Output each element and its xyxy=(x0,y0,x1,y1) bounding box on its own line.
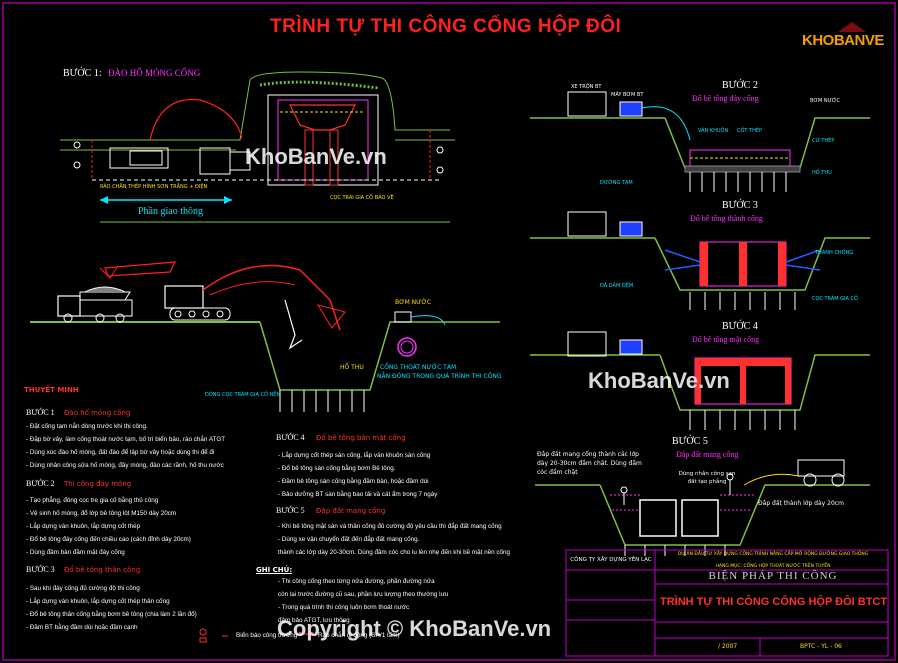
explain-b3-sub: Đổ bê tông thân cống xyxy=(64,566,141,574)
copyright-watermark: Copyright © KhoBanVe.vn xyxy=(277,616,552,641)
tb-section: BIỆN PHÁP THI CÔNG xyxy=(708,570,838,582)
note-line: - Trong quá trình thi công luôn bơm thoá… xyxy=(278,604,410,611)
step4-section-view xyxy=(530,331,870,430)
step5-note-right: Đắp đất thành lớp dày 20cm xyxy=(758,500,844,507)
explain-b1-line: - Dùng xúc đào hố móng, đất đào để lập b… xyxy=(26,449,215,456)
label-gravel: ĐÁ DĂM ĐỆM xyxy=(600,283,634,289)
explain-b3-line: - Sau khi đáy cống đủ cường độ thi công xyxy=(26,585,140,592)
explain-b1-sub: Đào hố móng cống xyxy=(64,409,131,417)
note-line: đảm bảo ATGT, lưu thông xyxy=(278,617,350,624)
explain-b2-line: - Dùng đầm bàn đầm mặt đáy cống xyxy=(26,549,125,556)
explain-b2-line: - Đổ bê tông đáy cống đến chiều cao (các… xyxy=(26,536,191,543)
label-pump-truck: MÁY BƠM BT xyxy=(611,92,644,98)
step3-section-view xyxy=(530,211,870,310)
step1-pump: BƠM NƯỚC xyxy=(395,299,431,306)
note-line: - Thi công cống theo từng nửa đường, phầ… xyxy=(278,578,435,585)
explain-b4-title: BƯỚC 4 xyxy=(276,433,305,442)
label-steel: CỐT THÉP xyxy=(737,128,763,134)
step1-pile-note: NẰN ĐÓNG TRONG QUÁ TRÌNH THI CÔNG xyxy=(377,373,502,380)
step1-sump: HỐ THU xyxy=(340,364,364,371)
tb-drawing: TRÌNH TỰ THI CÔNG CỐNG HỘP ĐÔI BTCT xyxy=(660,596,888,608)
step5-label: BƯỚC 5 xyxy=(672,436,708,447)
explain-heading: THUYẾT MINH xyxy=(24,386,79,394)
legend-fence-label: Rào chắn di động (SH/1 tấm) xyxy=(318,632,400,639)
step5-note-left: Đắp đất mang cống thành các lớp dày 20-3… xyxy=(537,451,642,476)
label-piles: CỌC TRÀM GIA CỐ xyxy=(812,296,858,302)
label-brace: THANH CHỐNG xyxy=(815,250,854,256)
explain-b2-title: BƯỚC 2 xyxy=(26,479,55,488)
explain-b3-title: BƯỚC 3 xyxy=(26,565,55,574)
explain-b5-title: BƯỚC 5 xyxy=(276,506,305,515)
explain-b3-line: - Đổ bê tông thân cống bằng bơm bê tông … xyxy=(26,611,197,618)
explain-b2-sub: Thi công đáy móng xyxy=(64,480,132,488)
legend-sign-label: Biển báo công trường xyxy=(236,632,298,639)
step1-traffic: Phần giao thông xyxy=(138,206,203,217)
explain-b4-line: - Đổ bê tông sàn cống bằng bơm Bê tông. xyxy=(278,465,396,472)
step1-subtitle: ĐÀO HỐ MÓNG CỐNG xyxy=(108,68,201,78)
step4-subtitle: Đổ bê tông mặt cống xyxy=(692,335,760,344)
step1-section-view xyxy=(30,261,500,412)
step1-excavation-note: CỌC TRÁI GIA CỐ BẢO VỆ xyxy=(330,195,394,201)
explain-b5-sub: Đắp đất mang cống xyxy=(316,507,386,515)
explain-b4-line: - Lắp dựng cốt thép sàn cống, lắp ván kh… xyxy=(278,452,431,459)
logo: KHOBANVE xyxy=(802,22,886,52)
explain-b1-line: - Dùng nhân công sửa hố móng, đầy móng, … xyxy=(26,462,224,469)
explain-b2-line: - Lắp dựng ván khuôn, lắp dựng cốt thép xyxy=(26,523,141,530)
step3-subtitle: Đổ bê tông thành cống xyxy=(690,214,763,223)
step2-section-view xyxy=(530,91,870,173)
label-sheet-pile: CỪ THÉP xyxy=(812,138,835,144)
tb-date: / 2007 xyxy=(718,643,738,650)
step5-subtitle: Đắp đất mang cống xyxy=(676,450,739,459)
explain-b5-line: - Khi bê tông mặt sàn và thân cống đủ cư… xyxy=(278,523,502,530)
label-water-pump: BƠM NƯỚC xyxy=(810,98,840,104)
title-block-frame xyxy=(565,549,889,657)
legend-symbols xyxy=(199,628,314,643)
tb-company: CÔNG TY XÂY DỰNG YÊN LẠC xyxy=(570,557,652,563)
step1-plan-view xyxy=(60,71,455,223)
step1-label: BƯỚC 1: xyxy=(63,68,102,79)
explain-b4-sub: Đổ bê tông bản mặt cống xyxy=(316,434,406,442)
tb-project: DỰ ÁN ĐẦU TƯ XÂY DỰNG CÔNG TRÌNH NÂNG CẤ… xyxy=(677,552,869,557)
note-line: còn lại trước đường cũ sau, phần lưu lượ… xyxy=(278,591,449,598)
step2-label: BƯỚC 2 xyxy=(722,80,758,91)
explain-b1-line: - Đặp bờ vây, làm cống thoát nước tạm, b… xyxy=(26,436,226,443)
explain-b2-line: - Vệ sinh hố móng, đổ lớp bê tông lót M1… xyxy=(26,510,177,517)
label-sump: HỐ THU xyxy=(812,170,832,176)
step3-label: BƯỚC 3 xyxy=(722,200,758,211)
label-concrete-truck: XE TRỘN BT xyxy=(571,84,602,90)
label-formwork: VÁN KHUÔN xyxy=(698,128,729,134)
step1-sheet-note: ĐÓNG CỌC TRÀM GIA CỐ NỀN xyxy=(205,392,281,398)
step1-fence-note: RÀO CHẮN THÉP HÌNH SƠN TRẮNG + ĐIỆN xyxy=(100,184,208,190)
step2-subtitle: Đổ bê tông đáy cống xyxy=(692,94,759,103)
explain-b3-line: - Đầm BT bằng đầm dùi hoặc đầm cạnh xyxy=(26,624,138,631)
watermark: KhoBanVe.vn xyxy=(588,368,730,393)
label-road: ĐƯỜNG TẠM xyxy=(600,180,633,186)
notes-title: GHI CHÚ: xyxy=(256,566,293,574)
step5-note-center: Dùng nhân công san đất tạo phẳng xyxy=(678,471,736,485)
step4-label: BƯỚC 4 xyxy=(722,321,758,332)
tb-code: BPTC - YL - 06 xyxy=(800,643,842,650)
logo-text: KHOBANVE xyxy=(802,32,884,49)
explain-b5-line: - Dùng xe vận chuyển đất đến đắp đất man… xyxy=(278,536,420,543)
page-title: TRÌNH TỰ THI CÔNG CỐNG HỘP ĐÔI xyxy=(270,16,622,37)
explain-b2-line: - Tạo phẳng, đóng cọc tre gia cố bằng th… xyxy=(26,497,159,504)
step1-temp-culvert: CỐNG THOÁT NƯỚC TẠM xyxy=(380,364,457,371)
explain-b1-line: - Đặt cống tạm nắn dòng trước khi thi cô… xyxy=(26,423,148,430)
tb-item: HẠNG MỤC: CỐNG HỘP THOÁT NƯỚC TRÊN TUYẾN xyxy=(715,564,831,569)
explain-b1-title: BƯỚC 1 xyxy=(26,408,55,417)
watermark: KhoBanVe.vn xyxy=(245,144,387,169)
house-logo-icon xyxy=(838,22,866,32)
explain-b3-line: - Lắp dựng ván khuôn, lắp dựng cốt thép … xyxy=(26,598,170,605)
explain-b4-line: - Đầm bê tông sàn cống bằng đầm bàn, hoặ… xyxy=(278,478,429,485)
explain-b4-line: - Bảo dưỡng BT sàn bằng bao tải và cát ẩ… xyxy=(278,491,438,498)
step2-piles xyxy=(689,172,787,192)
explain-b5-line: thành các lớp dày 20-30cm. Dùng đầm cóc … xyxy=(278,549,511,556)
